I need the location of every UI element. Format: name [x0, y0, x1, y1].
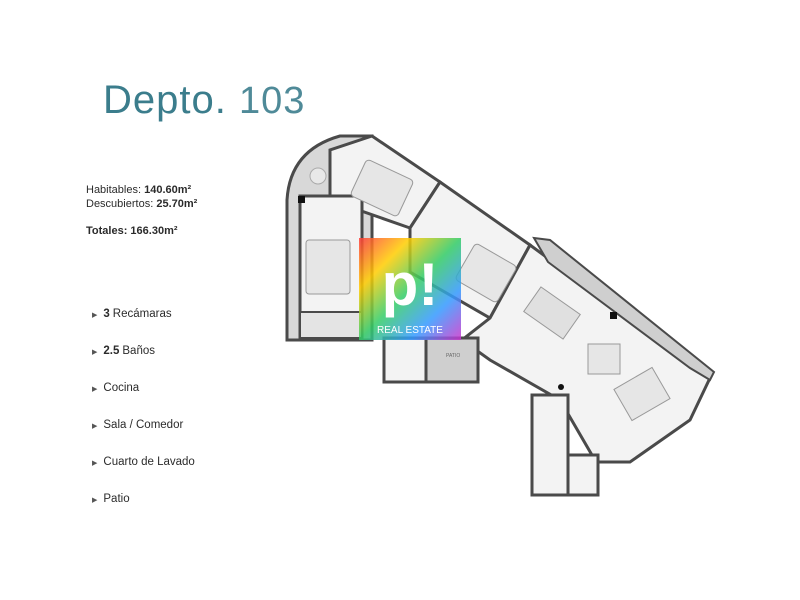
- bed-top: [350, 159, 414, 217]
- feature-count: 3: [103, 308, 110, 320]
- unit-title-prefix: Depto.: [103, 78, 227, 122]
- feature-label: Cuarto de Lavado: [103, 456, 195, 468]
- feature-item: ▶ Sala / Comedor: [92, 419, 195, 456]
- habitables-label: Habitables:: [86, 184, 142, 196]
- bullet-arrow-icon: ▶: [92, 349, 98, 356]
- bullet-arrow-icon: ▶: [92, 460, 98, 467]
- feature-count: 2.5: [103, 345, 120, 357]
- column: [558, 384, 564, 390]
- bed-middle: [455, 243, 517, 303]
- bullet-arrow-icon: ▶: [92, 423, 98, 430]
- dining-table: [587, 343, 621, 375]
- area-summary: Habitables: 140.60m² Descubiertos: 25.70…: [86, 183, 197, 211]
- feature-label: Sala / Comedor: [103, 419, 184, 431]
- bath-small: [382, 336, 428, 384]
- feature-item: ▶ Cuarto de Lavado: [92, 456, 195, 493]
- bullet-arrow-icon: ▶: [92, 386, 98, 393]
- feature-label: Baños: [122, 345, 155, 357]
- habitables-row: Habitables: 140.60m²: [86, 183, 197, 197]
- logo-text: REAL ESTATE: [377, 325, 443, 336]
- totales-label: Totales:: [86, 225, 128, 237]
- feature-label: Patio: [103, 493, 130, 505]
- laundry: [530, 393, 570, 497]
- kitchen-island: [613, 366, 671, 422]
- patio-room: [424, 336, 480, 384]
- patio-label: PATIO: [446, 353, 460, 359]
- column: [298, 196, 305, 203]
- feature-item: ▶ Patio: [92, 493, 195, 530]
- plant: [309, 167, 327, 185]
- totales-value: 166.30m²: [130, 225, 178, 237]
- feature-item: ▶ Cocina: [92, 382, 195, 419]
- unit-title-number: 103: [238, 80, 306, 122]
- closet-strip: [299, 311, 363, 339]
- descubiertos-value: 25.70m²: [156, 198, 198, 210]
- totales-row: Totales: 166.30m²: [86, 225, 178, 237]
- descubiertos-row: Descubiertos: 25.70m²: [86, 197, 197, 211]
- feature-label: Recámaras: [112, 308, 172, 320]
- balcony: [532, 236, 716, 382]
- logo-mark: p!: [382, 251, 439, 318]
- feature-label: Cocina: [103, 382, 140, 394]
- unit-title: Depto. 103: [103, 78, 305, 123]
- column: [610, 312, 617, 319]
- descubiertos-label: Descubiertos:: [86, 198, 154, 210]
- bed-left: [305, 239, 351, 295]
- bath-lower: [566, 453, 600, 497]
- sofa: [523, 286, 581, 340]
- habitables-value: 140.60m²: [144, 184, 192, 196]
- bullet-arrow-icon: ▶: [92, 312, 98, 319]
- bullet-arrow-icon: ▶: [92, 497, 98, 504]
- brand-logo: p! REAL ESTATE: [359, 238, 461, 340]
